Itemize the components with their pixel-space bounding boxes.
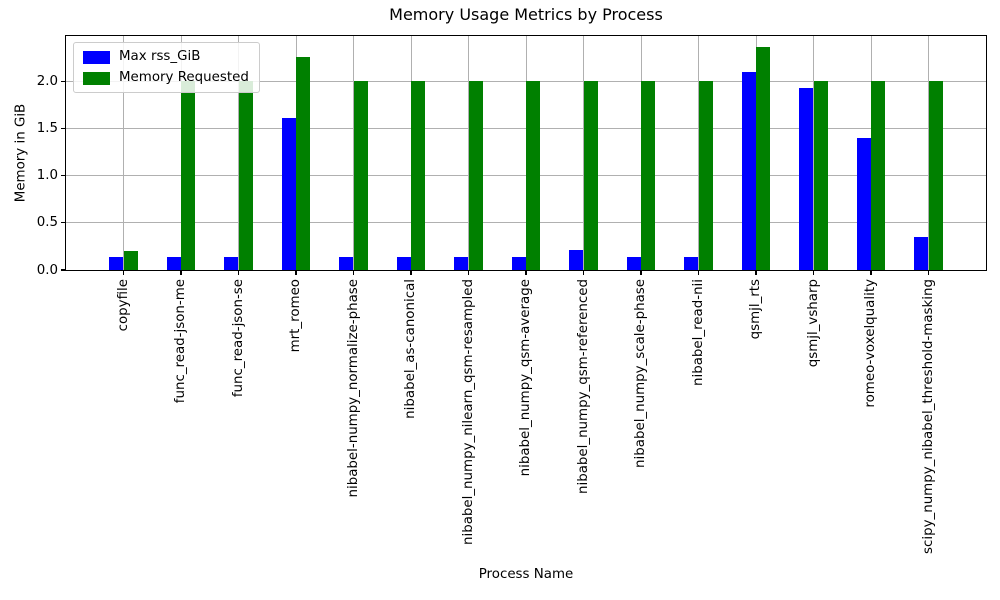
- bar-max-rss-gib: [626, 256, 641, 270]
- x-tick-mark: [755, 271, 757, 275]
- bar-max-rss-gib: [856, 137, 871, 270]
- y-tick-label: 2.0: [36, 73, 58, 89]
- x-tick-mark: [927, 271, 930, 275]
- x-tick-label: scipy_numpy_nibabel_threshold-masking: [920, 279, 936, 554]
- bar-max-rss-gib: [569, 250, 584, 270]
- bar-max-rss-gib: [109, 256, 124, 270]
- x-tick-mark: [237, 271, 240, 275]
- v-gridline: [123, 36, 124, 270]
- bar-max-rss-gib: [914, 236, 929, 270]
- x-tick-mark: [582, 271, 585, 275]
- bar-max-rss-gib: [281, 118, 296, 270]
- bar-memory-requested: [411, 81, 426, 270]
- legend-label: Memory Requested: [119, 70, 249, 85]
- x-tick-label: qsmjl_vsharp: [805, 279, 821, 368]
- y-tick-mark: [61, 80, 65, 82]
- plot-area: Max rss_GiB Memory Requested: [65, 35, 987, 271]
- x-tick-label: nibabel_numpy_qsm-average: [518, 279, 533, 477]
- x-tick-label: copyfile: [115, 279, 131, 332]
- bar-memory-requested: [526, 81, 541, 270]
- x-tick-mark: [697, 271, 700, 275]
- legend-color-patch: [83, 71, 110, 85]
- bar-max-rss-gib: [339, 256, 354, 270]
- bar-memory-requested: [871, 81, 886, 270]
- x-tick-label: nibabel_read-nii: [690, 279, 706, 386]
- bar-memory-requested: [296, 56, 311, 270]
- legend-entry: Max rss_GiB: [83, 50, 249, 64]
- legend: Max rss_GiB Memory Requested: [73, 42, 260, 93]
- x-tick-mark: [180, 271, 182, 275]
- legend-entry: Memory Requested: [83, 71, 249, 85]
- x-tick-mark: [812, 271, 815, 275]
- legend-color-patch: [83, 50, 110, 64]
- x-tick-mark: [352, 271, 355, 275]
- bar-memory-requested: [353, 81, 368, 270]
- x-tick-mark: [295, 271, 297, 275]
- y-tick-mark: [61, 175, 65, 177]
- x-tick-label: mrt_romeo: [288, 279, 303, 353]
- bar-max-rss-gib: [799, 87, 814, 270]
- bar-max-rss-gib: [511, 256, 526, 270]
- y-tick-mark: [61, 269, 65, 271]
- x-tick-mark: [525, 271, 527, 275]
- y-tick-label: 0.5: [36, 215, 58, 231]
- y-axis-label: Memory in GiB: [13, 103, 29, 203]
- bar-max-rss-gib: [741, 71, 756, 270]
- y-tick-label: 1.0: [36, 168, 58, 184]
- y-tick-label: 0.0: [36, 262, 58, 278]
- x-tick-label: nibabel-numpy_normalize-phase: [345, 279, 361, 498]
- x-tick-label: nibabel_as-canonical: [403, 279, 418, 419]
- x-tick-mark: [640, 271, 642, 275]
- y-tick-label: 1.5: [36, 120, 58, 136]
- x-tick-label: romeo-voxelquality: [863, 279, 878, 408]
- legend-label: Max rss_GiB: [119, 49, 201, 64]
- bar-memory-requested: [756, 47, 771, 270]
- bar-memory-requested: [583, 81, 598, 270]
- x-tick-label: nibabel_numpy_nilearn_qsm-resampled: [460, 279, 476, 546]
- x-tick-mark: [122, 271, 125, 275]
- bar-memory-requested: [928, 81, 943, 270]
- x-tick-label: nibabel_numpy_qsm-referenced: [575, 279, 591, 494]
- bar-memory-requested: [468, 81, 483, 270]
- bar-memory-requested: [813, 81, 828, 270]
- bar-max-rss-gib: [224, 256, 239, 270]
- x-tick-mark: [870, 271, 872, 275]
- bar-max-rss-gib: [684, 256, 699, 270]
- y-tick-mark: [61, 127, 65, 130]
- bar-max-rss-gib: [396, 256, 411, 270]
- bar-memory-requested: [123, 251, 138, 270]
- bar-memory-requested: [181, 81, 196, 270]
- x-tick-mark: [410, 271, 412, 275]
- bar-memory-requested: [641, 81, 656, 270]
- bar-memory-requested: [238, 81, 253, 270]
- x-axis-label: Process Name: [478, 567, 574, 582]
- bar-max-rss-gib: [166, 256, 181, 270]
- x-tick-mark: [467, 271, 470, 275]
- x-tick-label: func_read-json-se: [230, 279, 246, 398]
- x-tick-label: func_read-json-me: [173, 279, 188, 404]
- x-tick-label: nibabel_numpy_scale-phase: [633, 279, 648, 468]
- y-tick-mark: [61, 222, 65, 224]
- chart-title: Memory Usage Metrics by Process: [389, 5, 663, 24]
- x-tick-label: qsmjl_rts: [748, 279, 763, 340]
- bar-max-rss-gib: [454, 256, 469, 270]
- bar-memory-requested: [698, 81, 713, 270]
